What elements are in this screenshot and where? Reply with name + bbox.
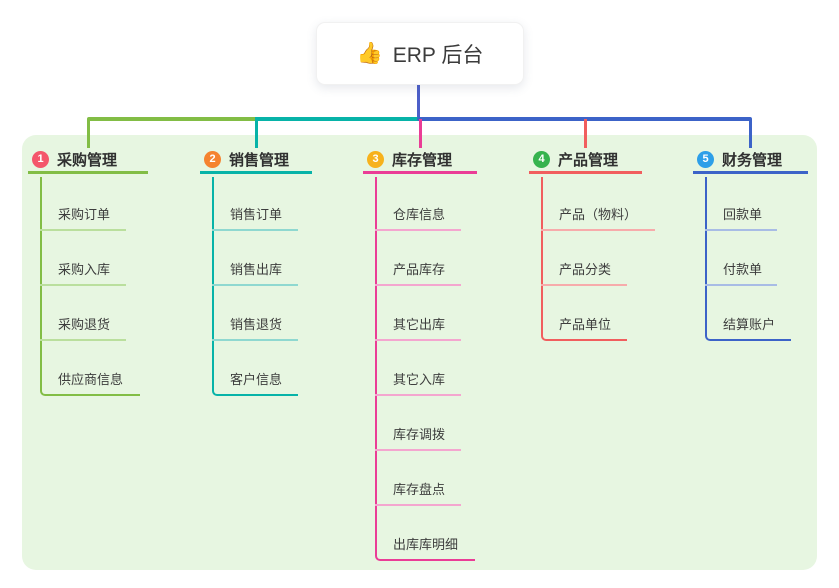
child-node[interactable]: 其它入库 [393,372,446,387]
child-node[interactable]: 库存盘点 [393,482,446,497]
branch-title-label: 销售管理 [229,151,290,169]
child-branch-line [40,229,126,231]
child-branch-line [705,229,777,231]
branch-drop-line [418,119,422,148]
child-branch-line [212,339,298,341]
root-node-label: ERP 后台 [392,43,484,67]
branch-drop-line [749,119,752,148]
branch-number-badge: 2 [204,150,221,168]
branch-trunk-line [212,177,298,396]
child-node[interactable]: 销售退货 [230,317,283,332]
child-node[interactable]: 结算账户 [723,317,776,332]
child-node[interactable]: 采购订单 [58,207,111,222]
child-node[interactable]: 产品单位 [559,317,612,332]
branch-title-label: 财务管理 [722,151,783,169]
branches-panel [22,135,817,570]
child-branch-line [375,229,461,231]
branch-number-badge: 4 [533,150,550,168]
child-node[interactable]: 付款单 [723,262,763,277]
child-node[interactable]: 库存调拨 [393,427,446,442]
branch-title-5[interactable]: 5 财务管理 [693,147,808,174]
branch-trunk-line [705,177,791,341]
child-node[interactable]: 采购入库 [58,262,111,277]
branch-trunk-line [40,177,140,396]
rail-left-inner [254,117,420,121]
child-branch-line [212,229,298,231]
branch-title-3[interactable]: 3 库存管理 [363,147,477,174]
branch-title-1[interactable]: 1 采购管理 [28,147,148,174]
child-branch-line [541,284,627,286]
child-branch-line [375,284,461,286]
branch-drop-line [86,119,90,148]
branch-number-badge: 5 [697,150,714,168]
child-branch-line [375,339,461,341]
child-node[interactable]: 产品分类 [559,262,612,277]
branch-title-label: 采购管理 [57,151,118,169]
root-connector-line [417,83,420,119]
child-node[interactable]: 仓库信息 [393,207,446,222]
branch-title-2[interactable]: 2 销售管理 [200,147,312,174]
branch-trunk-line [375,177,475,561]
child-branch-line [705,284,777,286]
child-branch-line [40,284,126,286]
child-branch-line [375,394,461,396]
child-node[interactable]: 产品（物料） [559,207,638,222]
child-branch-line [40,339,126,341]
child-node[interactable]: 采购退货 [58,317,111,332]
child-node[interactable]: 产品库存 [393,262,446,277]
root-node[interactable]: 👍 ERP 后台 [316,22,524,85]
branch-trunk-line [541,177,627,341]
child-node[interactable]: 客户信息 [230,372,283,387]
branch-drop-line [254,119,258,148]
child-node[interactable]: 回款单 [723,207,763,222]
child-branch-line [212,284,298,286]
branch-title-label: 产品管理 [558,151,619,169]
branch-title-label: 库存管理 [392,151,453,169]
child-node[interactable]: 销售出库 [230,262,283,277]
branch-title-4[interactable]: 4 产品管理 [529,147,642,174]
rail-left-outer [86,117,258,121]
child-branch-line [375,504,461,506]
branch-number-badge: 3 [367,150,384,168]
thumbs-up-icon: 👍 [356,42,383,65]
child-node[interactable]: 销售订单 [230,207,283,222]
branch-number-badge: 1 [32,150,49,168]
child-node[interactable]: 供应商信息 [58,372,124,387]
branch-drop-line [584,119,587,148]
child-branch-line [541,229,655,231]
child-node[interactable]: 其它出库 [393,317,446,332]
child-branch-line [375,449,461,451]
child-node[interactable]: 出库库明细 [393,537,459,552]
